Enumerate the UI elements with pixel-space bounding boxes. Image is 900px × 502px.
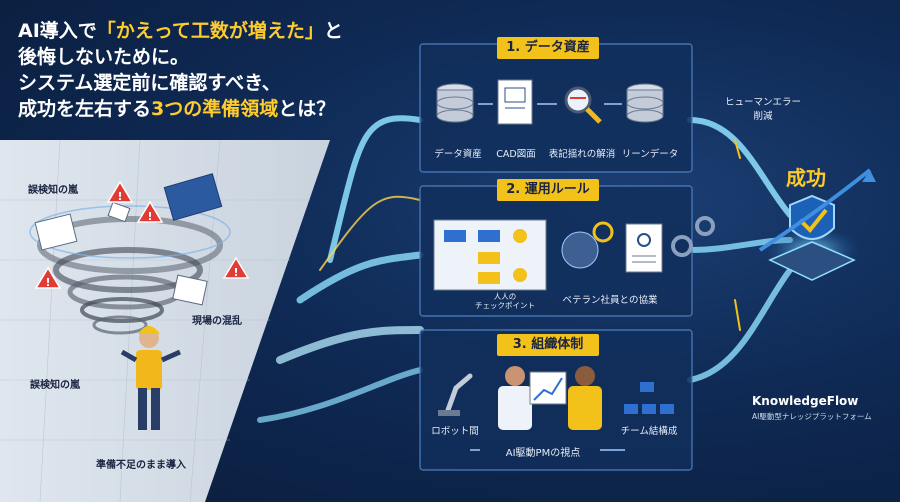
chaos-label-unprepared: 準備不足のまま導入 xyxy=(96,460,186,471)
success-shield-icon xyxy=(758,168,876,281)
panel-3-item-robot: ロボット間 xyxy=(431,426,479,437)
headline-text: と xyxy=(323,20,343,42)
headline-highlight: 3つの準備領域 xyxy=(151,98,279,120)
headline-highlight: 「かえって工数が増えた」 xyxy=(96,20,324,42)
handshake-people-icon xyxy=(498,366,602,430)
clean-data-icon xyxy=(626,83,664,123)
chaos-label-false-alarms-2: 誤検知の嵐 xyxy=(30,380,80,391)
headline-text: AI導入で xyxy=(18,20,97,42)
human-error-label: ヒューマンエラー xyxy=(724,97,801,108)
panel-1-title: 1. データ資産 xyxy=(497,37,599,59)
product-name: KnowledgeFlow xyxy=(752,394,859,408)
panel-1-item-clean-data: リーンデータ xyxy=(621,149,679,160)
panel-2-title: 2. 運用ルール xyxy=(497,179,599,201)
robot-arm-icon xyxy=(438,373,473,416)
headline-text: 成功を左右する xyxy=(18,98,152,120)
worker-figure xyxy=(120,326,182,430)
panel-2-item-veteran: ベテラン社員との協業 xyxy=(562,295,658,306)
flying-papers xyxy=(34,173,223,306)
warning-mark: ! xyxy=(117,190,122,203)
headline-line-4: 成功を左右する3つの準備領域とは？ xyxy=(18,94,335,121)
panel-3-item-team: チーム結構成 xyxy=(620,426,678,437)
headline-text: とは？ xyxy=(278,98,336,120)
warning-icons xyxy=(34,180,250,289)
org-chart-icon xyxy=(624,382,674,414)
success-label: 成功 xyxy=(786,166,826,190)
chaos-label-site-confusion: 現場の混乱 xyxy=(192,316,242,327)
panel-3-item-pm: AI駆動PMの視点 xyxy=(505,448,581,459)
product-subtitle: AI駆動型ナレッジプラットフォーム xyxy=(752,412,872,421)
panel-1-item-data-assets: データ資産 xyxy=(434,149,482,160)
cad-drawing-icon xyxy=(497,79,533,125)
panel-1-item-cad: CAD図面 xyxy=(496,149,536,160)
headline-line-2: 後悔しないために。 xyxy=(18,46,190,68)
gears-icon xyxy=(671,216,715,257)
panel-2-item-checkpoint: 人人の チェックポイント xyxy=(475,292,535,310)
database-icon xyxy=(436,83,474,123)
panel-3-title: 3. 組織体制 xyxy=(497,334,599,356)
flow-streams xyxy=(257,115,793,423)
reduction-label: 削減 xyxy=(753,111,773,122)
chaos-label-false-alarms: 誤検知の嵐 xyxy=(28,185,78,196)
manual-book-icon xyxy=(625,223,663,273)
headline-line-3: システム選定前に確認すべき、 xyxy=(18,72,281,94)
warning-mark: ! xyxy=(147,210,152,223)
flowchart-icon xyxy=(433,219,547,291)
headline-line-1: AI導入で「かえって工数が増えた」と xyxy=(18,16,343,43)
warning-mark: ! xyxy=(45,276,50,289)
warning-mark: ! xyxy=(233,266,238,279)
magnifier-icon xyxy=(564,86,602,124)
panel-1-item-normalization: 表記揺れの解消 xyxy=(548,149,616,160)
ai-brain-gear-icon xyxy=(561,221,614,269)
chaos-background xyxy=(0,140,330,502)
